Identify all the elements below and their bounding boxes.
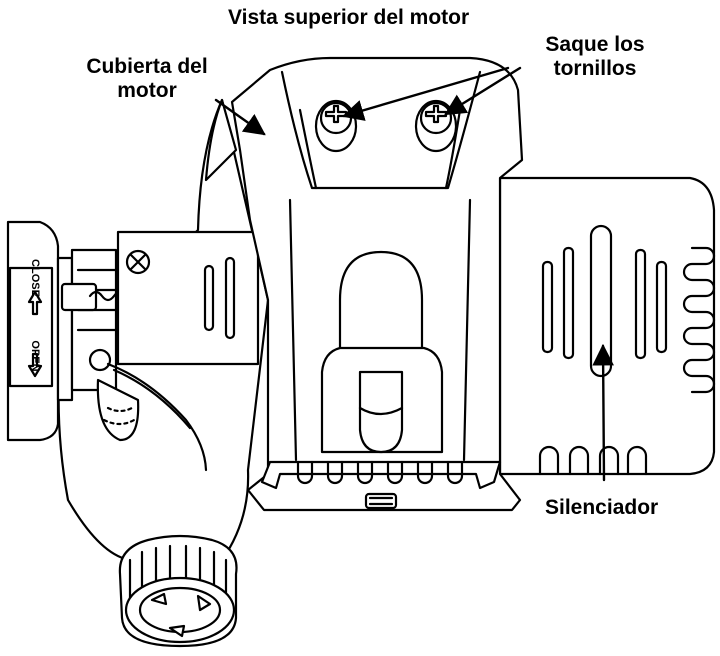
screws-arrow-right xyxy=(444,66,522,116)
diagram-title: Vista superior del motor xyxy=(228,6,470,29)
screw-right xyxy=(414,99,458,153)
muffler-arrow xyxy=(592,343,614,482)
fuel-cap xyxy=(118,534,238,648)
screw-left xyxy=(314,99,358,153)
cover-label-line2: motor xyxy=(117,79,177,102)
carburetor xyxy=(60,230,260,472)
screws-label-line1: Saque los xyxy=(545,33,645,56)
muffler xyxy=(498,176,716,476)
dial-open-text: OPEN xyxy=(29,340,41,372)
cover-label-line1: Cubierta del xyxy=(86,55,208,78)
choke-dial xyxy=(6,220,74,442)
leader-arrows xyxy=(214,66,614,482)
dial-close-text: CLOSE xyxy=(29,259,41,297)
muffler-label: Silenciador xyxy=(545,496,659,519)
screws-arrow-left xyxy=(341,66,510,121)
engine-cover xyxy=(230,56,524,512)
cover-arrow xyxy=(214,98,266,136)
screws-label-line2: tornillos xyxy=(553,57,637,80)
